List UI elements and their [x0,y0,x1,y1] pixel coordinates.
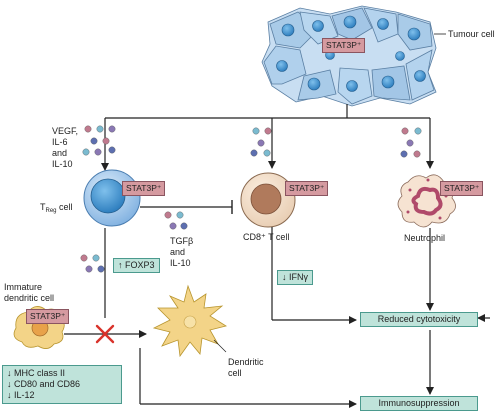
tumour-cell-label: Tumour cell [448,29,495,39]
inhibition-cross [95,324,115,344]
immature-dc-label-1: Immature [4,282,43,292]
mature-dendritic-cell [152,284,228,358]
mhc-markers-box: ↓ MHC class II ↓ CD80 and CD86 ↓ IL-12 [2,365,122,404]
tgfb-label: TGFβ [170,236,194,246]
stat3p-badge-dendritic: STAT3P⁺ [26,309,70,324]
stat3p-badge-neutrophil: STAT3P⁺ [440,181,484,196]
cytokine-dots-tumour [82,125,116,156]
cd8-t-cell [240,172,296,228]
vegf-label: VEGF, [52,126,79,136]
cytokine-dots-treg [164,211,188,230]
vegf-and-label: and [52,148,68,158]
cytokine-dots-dendritic [80,254,105,273]
il10-label: IL-10 [52,159,73,169]
immunosuppression-box: Immunosuppression [360,396,478,411]
immature-dc-label-2: dendritic cell [4,293,55,303]
tgfb-il10-label: IL-10 [170,258,191,268]
il6-label: IL-6 [52,137,68,147]
il12-line: ↓ IL-12 [7,390,35,400]
treg-label: TReg cell [40,202,73,214]
tumour-nuclei [276,15,426,92]
cytokine-dots-cd8 [250,127,272,157]
cd8-t-cell-label: CD8⁺ T cell [243,232,290,242]
cd80-cd86-line: ↓ CD80 and CD86 [7,379,81,389]
dendritic-cell-label-2: cell [228,368,242,378]
stat3p-badge-cd8: STAT3P⁺ [285,181,329,196]
mhc-class-ii-line: ↓ MHC class II [7,368,66,378]
ifng-box: ↓ IFNγ [277,270,313,285]
foxp3-box: ↑ FOXP3 [113,258,160,273]
treg-cell [83,169,141,227]
reduced-cytotoxicity-box: Reduced cytotoxicity [360,312,478,327]
stat3p-badge-tumour: STAT3P⁺ [322,38,366,53]
stat3p-badge-treg: STAT3P⁺ [122,181,166,196]
cytokine-dots-neutrophil [400,127,422,158]
tgfb-and-label: and [170,247,186,257]
tumour-cell-cluster [261,5,437,107]
neutrophil-label: Neutrophil [404,233,446,243]
dendritic-cell-label-1: Dendritic [228,357,264,367]
